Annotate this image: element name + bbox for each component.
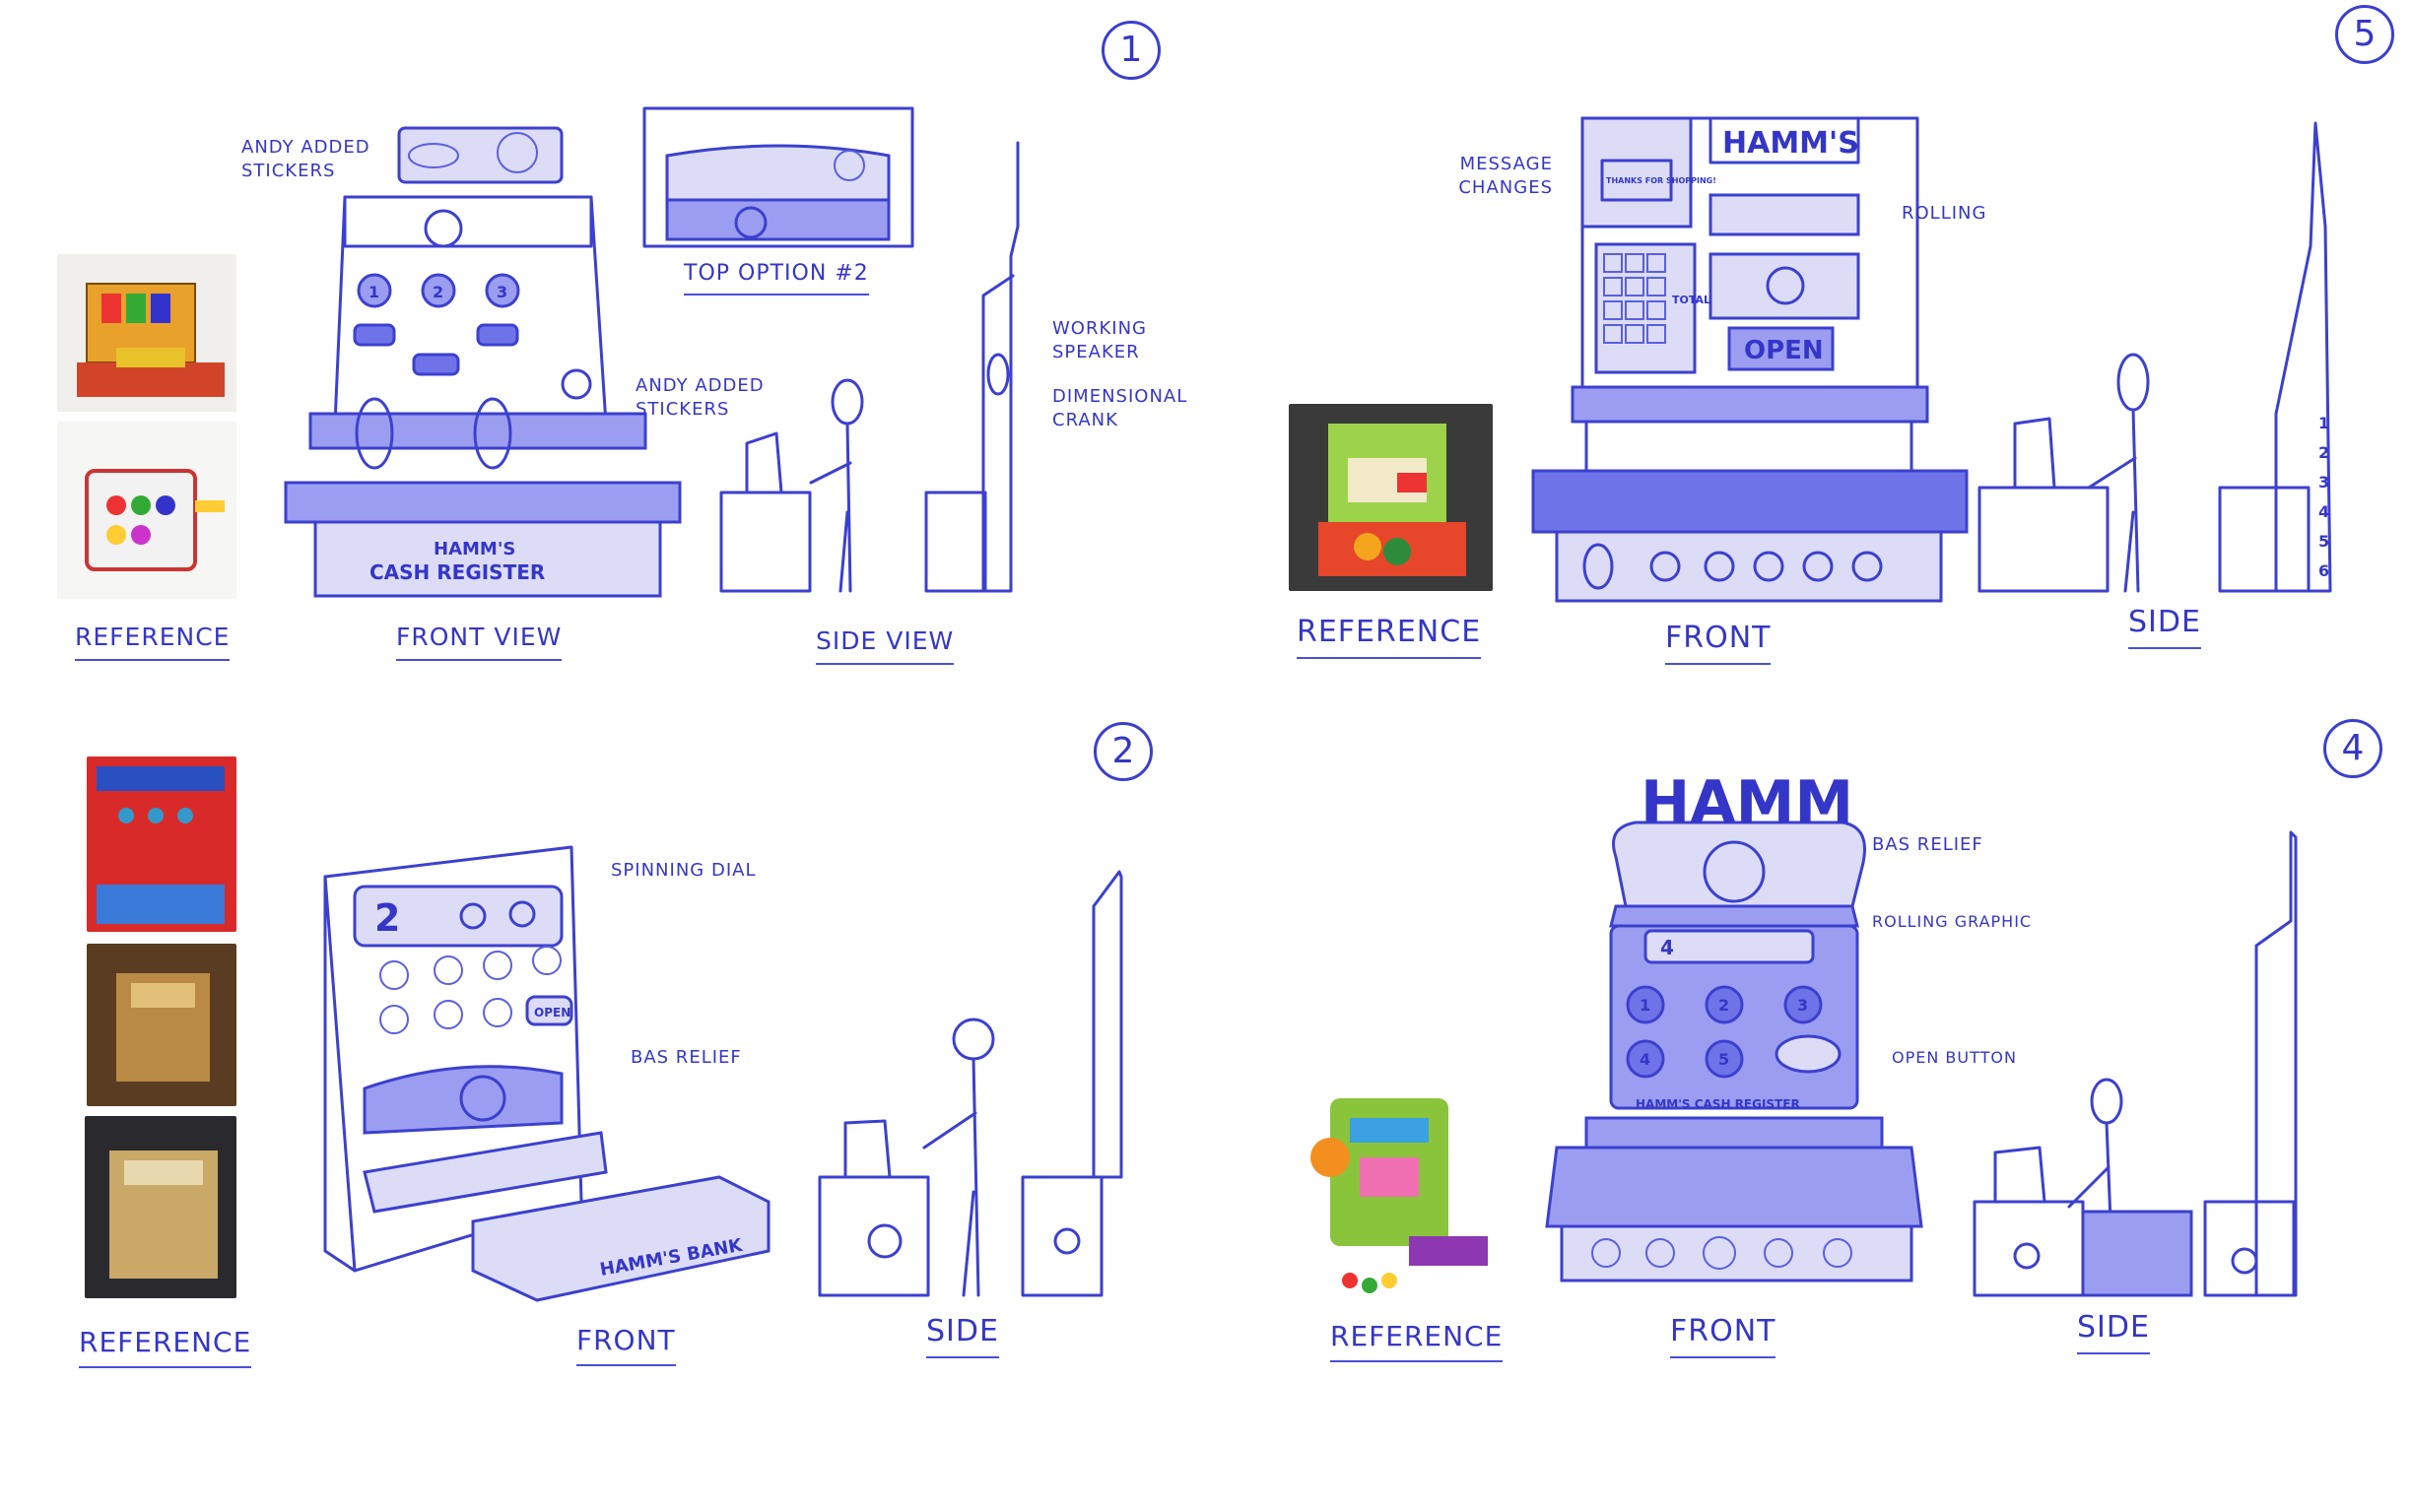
total-label-5: TOTAL (1672, 294, 1710, 306)
note-bas-relief-4: BAS RELIEF (1872, 834, 1983, 855)
reference-photo-4 (1291, 1059, 1503, 1315)
note-crank: DIMENSIONAL CRANK (1052, 386, 1188, 430)
front-label-4: FRONT (1670, 1314, 1776, 1358)
roller-number-4: 4 (1660, 936, 1674, 959)
reference-photo-1b (57, 422, 236, 599)
panel-number-5: 5 (2335, 5, 2394, 64)
panel-number-4: 4 (2323, 719, 2382, 778)
key-3-label: 3 (497, 283, 507, 301)
svg-text:1: 1 (2318, 414, 2329, 432)
front-view-sketch-5: THANKS FOR SHOPPING! HAMM'S OPEN TOTAL (1531, 116, 1969, 603)
key-3-label-4: 3 (1797, 996, 1808, 1015)
screen-message: THANKS FOR SHOPPING! (1606, 176, 1716, 185)
open-label-5: OPEN (1744, 336, 1824, 365)
note-andy-stickers-mid: ANDY ADDED STICKERS (636, 375, 765, 420)
front-view-sketch-4: HAMM 4 1 2 3 4 5 HAMM'S CASH REGISTER (1545, 768, 1923, 1282)
panel-number-2: 2 (1094, 722, 1153, 781)
open-label-2: OPEN (534, 1006, 570, 1019)
key-1-label: 1 (368, 283, 379, 301)
note-spinning-dial: SPINNING DIAL (611, 860, 757, 881)
side-view-sketch-5: 1 2 3 4 5 6 (1977, 121, 2332, 593)
brand-relief-4: HAMM (1641, 768, 1853, 837)
key-5-label-4: 5 (1718, 1050, 1729, 1069)
side-label-4: SIDE (2077, 1310, 2150, 1354)
reference-label-4: REFERENCE (1330, 1320, 1504, 1362)
toy-register-illustration (97, 766, 225, 924)
side-view-sketch-1 (719, 141, 1020, 593)
key-1-label-4: 1 (1640, 996, 1650, 1015)
note-bas-relief-2: BAS RELIEF (631, 1047, 742, 1068)
side-scale: 1 2 3 4 5 6 (2318, 414, 2329, 580)
side-view-sketch-2 (818, 870, 1123, 1297)
key-4-label-4: 4 (1640, 1050, 1650, 1069)
reference-label-5: REFERENCE (1297, 615, 1482, 659)
note-andy-stickers-top: ANDY ADDED STICKERS (241, 137, 370, 181)
svg-text:5: 5 (2318, 532, 2329, 551)
note-message-changes: MESSAGE CHANGES (1458, 154, 1553, 198)
front-label-2: FRONT (576, 1324, 676, 1366)
reference-photo-2a (87, 756, 236, 932)
register-name-label: HAMM'S (434, 539, 515, 559)
reference-photo-5 (1289, 404, 1493, 591)
front-view-sketch-2: 2 OPEN HAMM'S BANK (323, 845, 770, 1302)
front-view-sketch-1: 1 2 3 HAMM'S CASH REGISTER (284, 126, 682, 598)
brand-label-5: HAMM'S (1722, 126, 1859, 161)
toy-register-illustration (1318, 424, 1466, 576)
toy-register-illustration (1310, 1098, 1488, 1293)
top-option-label: TOP OPTION #2 (684, 261, 869, 296)
reference-label-2: REFERENCE (79, 1326, 252, 1368)
side-view-sketch-4 (1973, 830, 2298, 1297)
dial-number: 2 (374, 896, 400, 940)
panel-number-1: 1 (1102, 21, 1161, 80)
note-rolling-graphic: ROLLING GRAPHIC (1872, 912, 2033, 931)
reference-photo-2b (87, 944, 236, 1106)
reference-label-1: REFERENCE (75, 623, 231, 661)
side-label-2: SIDE (926, 1314, 999, 1358)
antique-register-illustration (116, 973, 210, 1082)
svg-text:2: 2 (2318, 443, 2329, 462)
register-name-4: HAMM'S CASH REGISTER (1636, 1097, 1800, 1111)
front-view-label-1: FRONT VIEW (396, 623, 563, 661)
toy-register-illustration (85, 469, 225, 571)
antique-register-illustration (109, 1150, 218, 1279)
reference-photo-1a (57, 254, 236, 412)
note-rolling-5: ROLLING (1902, 203, 1987, 224)
note-open-button: OPEN BUTTON (1892, 1048, 2017, 1067)
svg-text:6: 6 (2318, 561, 2329, 580)
svg-text:3: 3 (2318, 473, 2329, 492)
toy-register-illustration (77, 283, 225, 397)
note-speaker: WORKING SPEAKER (1052, 318, 1147, 362)
reference-photo-2c (85, 1116, 236, 1298)
top-option-sketch (642, 106, 914, 248)
side-label-5: SIDE (2128, 605, 2201, 649)
key-2-label-4: 2 (1718, 996, 1729, 1015)
side-view-label-1: SIDE VIEW (816, 626, 955, 665)
key-2-label: 2 (433, 283, 443, 301)
front-label-5: FRONT (1665, 621, 1772, 665)
svg-text:4: 4 (2318, 502, 2329, 521)
register-subname-label: CASH REGISTER (369, 560, 545, 584)
